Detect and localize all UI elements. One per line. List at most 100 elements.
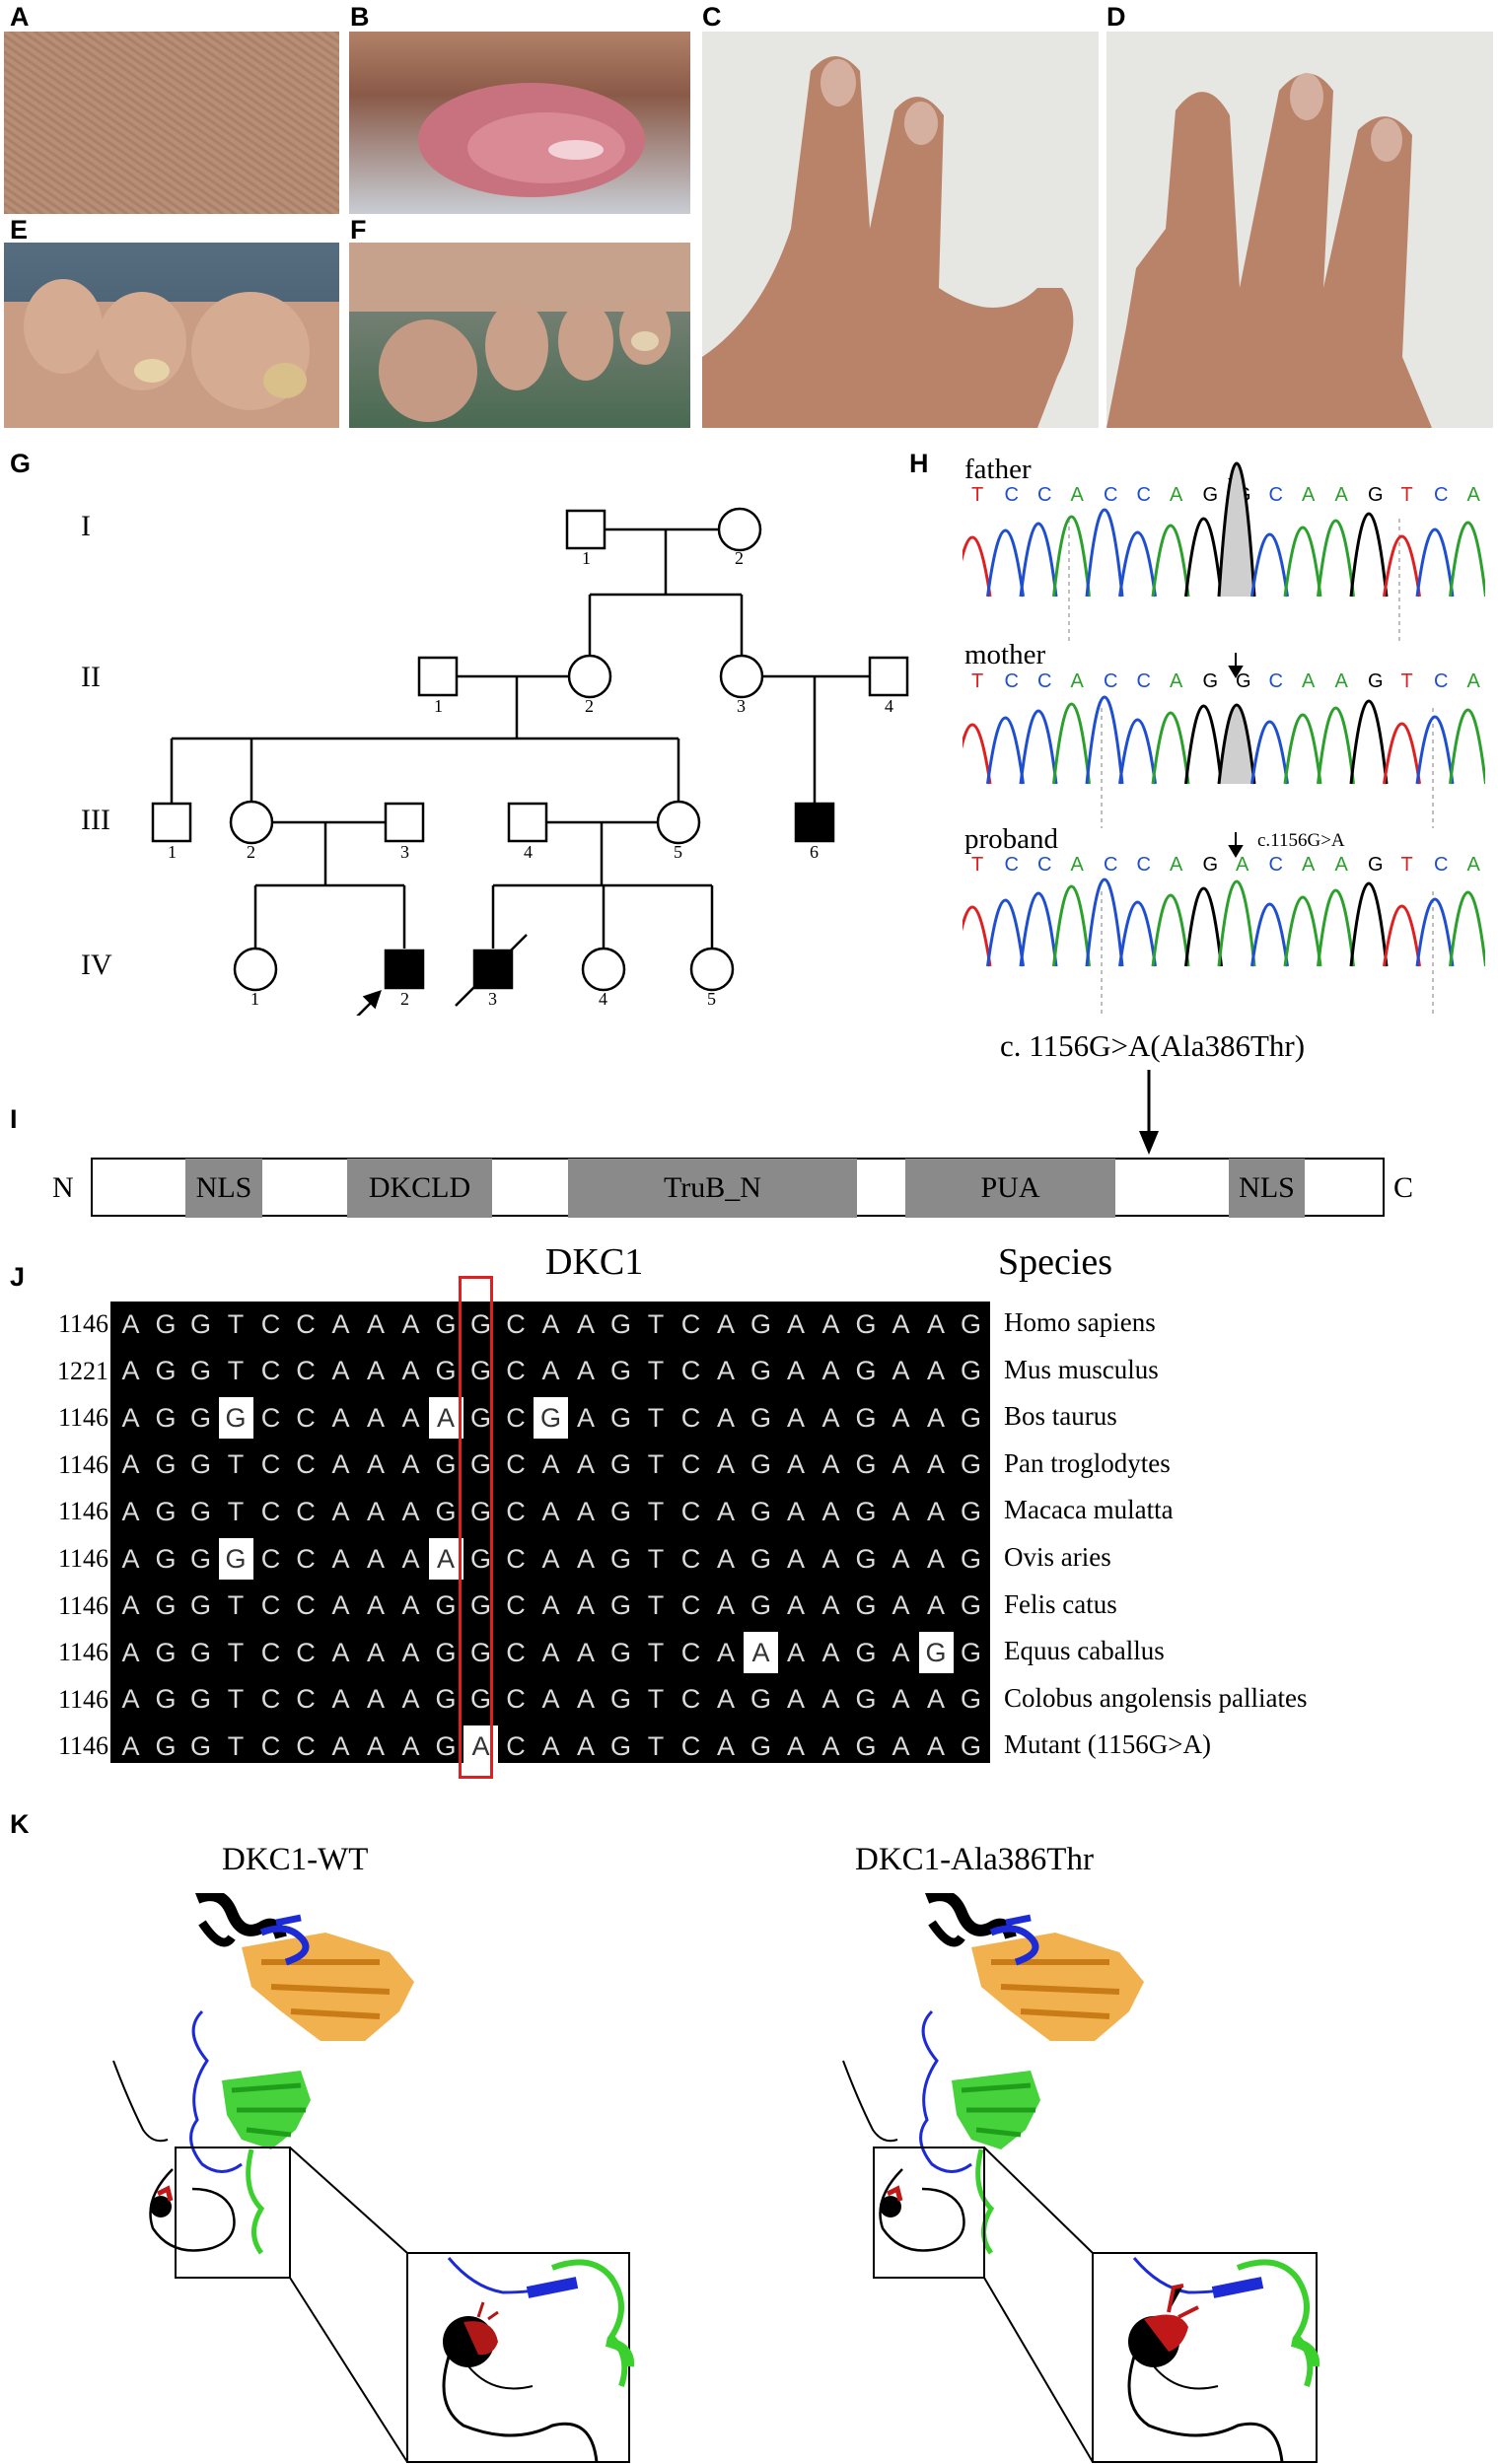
chromatogram-base: A: [1302, 854, 1316, 876]
alignment-base: G: [189, 1543, 211, 1574]
alignment-base: C: [506, 1356, 526, 1386]
alignment-base: G: [749, 1590, 771, 1621]
alignment-base: A: [331, 1449, 350, 1480]
alignment-base: G: [435, 1356, 457, 1386]
alignment-base: C: [296, 1449, 316, 1480]
alignment-base: G: [960, 1637, 981, 1667]
alignment-base: A: [716, 1543, 735, 1574]
alignment-base: A: [401, 1590, 420, 1621]
alignment-base: G: [609, 1449, 631, 1480]
species-name: Mus musculus: [1004, 1354, 1159, 1384]
alignment-base: A: [541, 1449, 560, 1480]
alignment-base: C: [296, 1543, 316, 1574]
alignment-base: A: [892, 1637, 910, 1667]
alignment-base: A: [926, 1402, 945, 1433]
chromatogram-traces: [963, 461, 1485, 1014]
chromatogram-base: C: [1037, 670, 1052, 692]
alignment-base: G: [469, 1402, 491, 1433]
species-name: Equus caballus: [1004, 1636, 1165, 1666]
alignment-base: G: [155, 1308, 177, 1339]
alignment-base: A: [892, 1590, 910, 1621]
alignment-base: T: [227, 1730, 245, 1761]
right-hand-photo: [702, 32, 1099, 428]
alignment-base: A: [541, 1590, 560, 1621]
alignment-base: G: [435, 1590, 457, 1621]
alignment-base: G: [609, 1402, 631, 1433]
domain-dkcld: DKCLD: [347, 1159, 492, 1218]
alignment-base: G: [469, 1449, 491, 1480]
chromatogram-base: C: [1104, 484, 1118, 506]
pedigree-ii3-female: [719, 654, 764, 699]
pedigree-ii2-female: [567, 654, 612, 699]
alignment-base: T: [227, 1496, 245, 1526]
alignment-base: G: [960, 1590, 981, 1621]
alignment-base: C: [260, 1449, 281, 1480]
alignment-base: A: [366, 1308, 385, 1339]
alignment-base: A: [366, 1356, 385, 1386]
species-name: Colobus angolensis palliates: [1004, 1682, 1308, 1713]
alignment-base: C: [260, 1730, 281, 1761]
chromatogram-base: A: [1302, 670, 1316, 692]
chromatogram-base: T: [1400, 670, 1413, 692]
chromatogram-base: A: [1170, 670, 1183, 692]
chromatogram-base: A: [1070, 854, 1084, 876]
pedigree-num: 3: [400, 842, 409, 862]
alignment-base: G: [469, 1590, 491, 1621]
alignment-base: G: [609, 1356, 631, 1386]
pedigree-iv2-proband: [384, 949, 425, 990]
alignment-position: 1146: [57, 1590, 108, 1620]
alignment-base: C: [260, 1543, 281, 1574]
alignment-position: 1146: [57, 1731, 108, 1761]
pedigree-num: 2: [400, 989, 409, 1009]
alignment-position: 1221: [57, 1356, 108, 1385]
alignment-base: G: [469, 1356, 491, 1386]
alignment-base: C: [260, 1590, 281, 1621]
chromatogram-base: T: [1400, 484, 1413, 506]
alignment-base: C: [296, 1637, 316, 1667]
alignment-base: T: [647, 1449, 665, 1480]
alignment-base: A: [541, 1496, 560, 1526]
alignment-base: C: [680, 1402, 701, 1433]
alignment-base: A: [576, 1730, 595, 1761]
alignment-base: G: [189, 1308, 211, 1339]
alignment-base: G: [749, 1308, 771, 1339]
alignment-base: A: [331, 1496, 350, 1526]
alignment-base: G: [609, 1730, 631, 1761]
panel-label-c: C: [702, 2, 722, 32]
chromatogram-base: A: [1466, 670, 1480, 692]
chromatogram-peak: [963, 723, 992, 785]
chromatogram-base: T: [971, 854, 984, 876]
chromatogram-peak: [1217, 703, 1256, 785]
alignment-base: A: [786, 1590, 805, 1621]
pedigree-num: 1: [582, 548, 591, 568]
alignment-base: G: [855, 1730, 877, 1761]
alignment-base: A: [716, 1684, 735, 1715]
alignment-base: A: [786, 1684, 805, 1715]
alignment-base: A: [716, 1730, 735, 1761]
chromatogram-base: A: [1170, 854, 1183, 876]
chromatogram-peak: [1283, 895, 1322, 967]
alignment-base: C: [506, 1730, 526, 1761]
alignment-base: A: [541, 1308, 560, 1339]
chromatogram-base: C: [1037, 854, 1052, 876]
alignment-base: T: [647, 1496, 665, 1526]
alignment-base: T: [647, 1637, 665, 1667]
alignment-base: C: [260, 1496, 281, 1526]
chromatogram-base: A: [1334, 670, 1348, 692]
alignment-base: A: [576, 1402, 595, 1433]
alignment-base: C: [506, 1308, 526, 1339]
chromatogram-base: A: [1170, 484, 1183, 506]
alignment-base: G: [960, 1449, 981, 1480]
alignment-base: G: [855, 1356, 877, 1386]
chromatogram-peak: [1415, 528, 1455, 598]
alignment-base: A: [821, 1356, 840, 1386]
alignment-base: C: [296, 1684, 316, 1715]
alignment-base: A: [892, 1496, 910, 1526]
chromatogram-base: G: [1368, 670, 1384, 692]
chromatogram-peak: [1184, 517, 1223, 598]
alignment-base: A: [121, 1449, 140, 1480]
alignment-base: A: [821, 1543, 840, 1574]
alignment-base: G: [609, 1496, 631, 1526]
mut-zoom-source-box: [873, 2147, 985, 2279]
generation-label-ii: II: [81, 661, 101, 693]
